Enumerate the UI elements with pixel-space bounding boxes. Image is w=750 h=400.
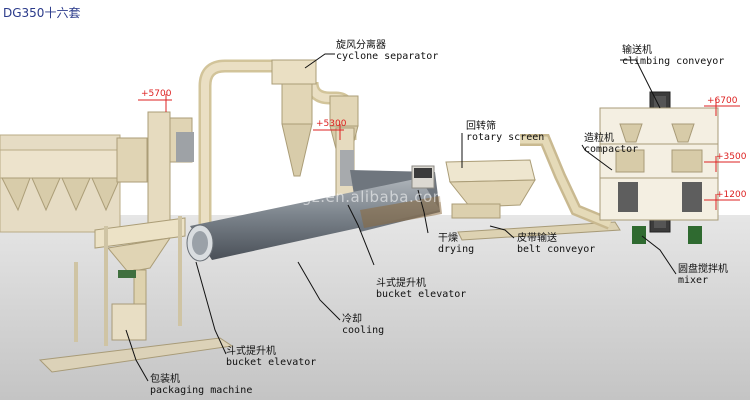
elevation-3500: +3500 [716, 152, 746, 162]
rotary-screen [446, 160, 535, 218]
label-mixer-zh: 圆盘搅拌机 [678, 264, 728, 275]
label-climbing-conveyor-zh: 输送机 [622, 45, 724, 56]
elevation-5700: +5700 [141, 89, 171, 99]
label-packaging-machine: 包装机 packaging machine [150, 374, 252, 396]
label-bucket-elevator-1: 斗式提升机 bucket elevator [376, 278, 466, 300]
label-cooling-en: cooling [342, 325, 384, 336]
label-bucket-elevator-1-en: bucket elevator [376, 289, 466, 300]
label-rotary-screen: 回转筛 rotary screen [466, 121, 544, 143]
label-cyclone-separator: 旋风分离器 cyclone separator [336, 40, 438, 62]
elevation-1200: +1200 [716, 190, 746, 200]
left-elevator [148, 112, 194, 232]
watermark: fuyigz.en.alibaba.com [272, 188, 448, 206]
label-mixer-en: mixer [678, 275, 728, 286]
label-cyclone-separator-en: cyclone separator [336, 51, 438, 62]
label-cooling: 冷却 cooling [342, 314, 384, 336]
label-drying-en: drying [438, 244, 474, 255]
label-bucket-elevator-1-zh: 斗式提升机 [376, 278, 466, 289]
label-rotary-screen-en: rotary screen [466, 132, 544, 143]
label-rotary-screen-zh: 回转筛 [466, 121, 544, 132]
label-climbing-conveyor-en: climbing conveyor [622, 56, 724, 67]
elevation-6700: +6700 [707, 96, 737, 106]
label-belt-conveyor-en: belt conveyor [517, 244, 595, 255]
label-packaging-machine-en: packaging machine [150, 385, 252, 396]
label-packaging-machine-zh: 包装机 [150, 374, 252, 385]
diagram-title: DG350十六套 [3, 4, 80, 21]
label-drying: 干燥 drying [438, 233, 474, 255]
label-bucket-elevator-2: 斗式提升机 bucket elevator [226, 346, 316, 368]
label-bucket-elevator-2-en: bucket elevator [226, 357, 316, 368]
label-mixer: 圆盘搅拌机 mixer [678, 264, 728, 286]
label-cooling-zh: 冷却 [342, 314, 384, 325]
label-compactor-zh: 造粒机 [584, 133, 638, 144]
label-compactor-en: compactor [584, 144, 638, 155]
label-compactor: 造粒机 compactor [584, 133, 638, 155]
label-drying-zh: 干燥 [438, 233, 474, 244]
label-belt-conveyor: 皮带输送 belt conveyor [517, 233, 595, 255]
elevation-5300: +5300 [316, 119, 346, 129]
label-bucket-elevator-2-zh: 斗式提升机 [226, 346, 316, 357]
label-climbing-conveyor: 输送机 climbing conveyor [622, 45, 724, 67]
label-cyclone-separator-zh: 旋风分离器 [336, 40, 438, 51]
label-belt-conveyor-zh: 皮带输送 [517, 233, 595, 244]
